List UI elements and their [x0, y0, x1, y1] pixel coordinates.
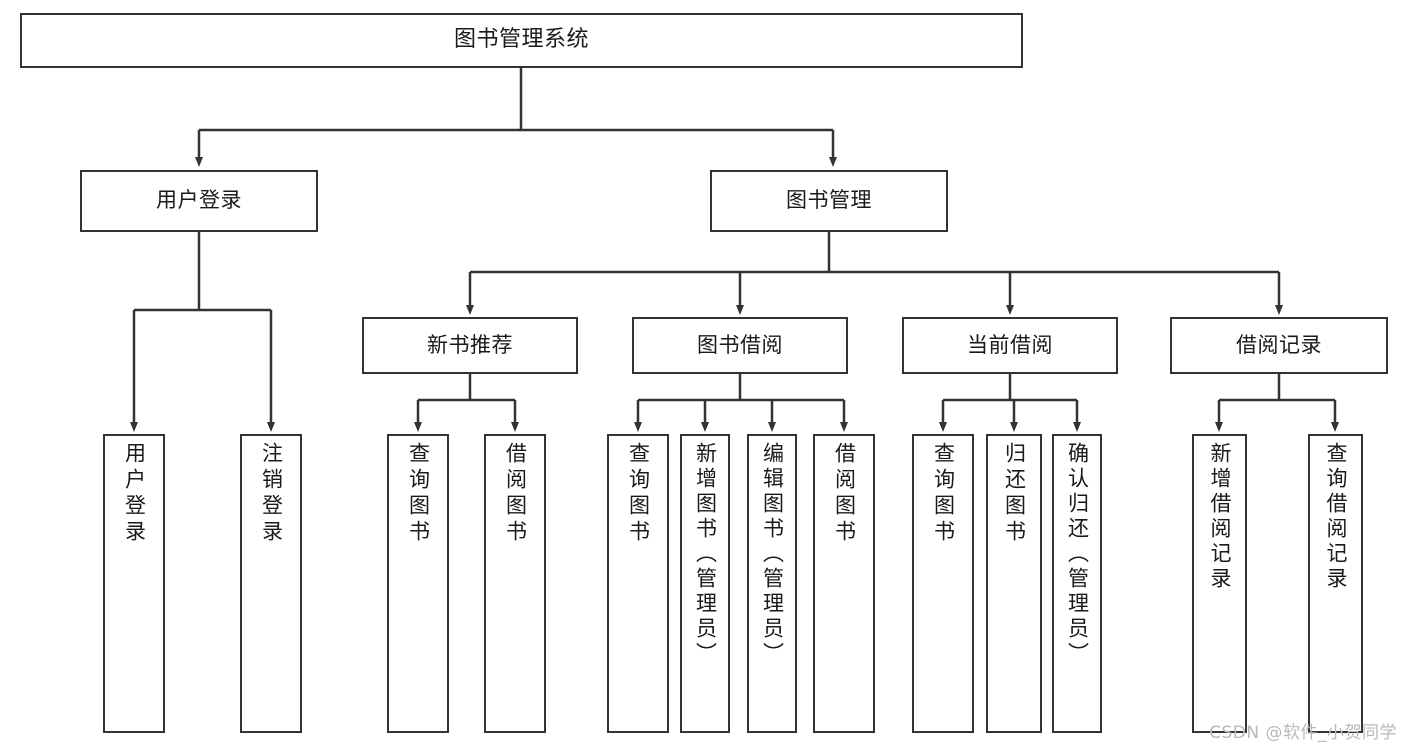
node-l3-query1[interactable]: 查询图书 [387, 434, 449, 733]
node-label-l3-logout: 注销登录 [259, 442, 284, 546]
node-l2-new[interactable]: 新书推荐 [362, 317, 578, 374]
node-l1-login[interactable]: 用户登录 [80, 170, 318, 232]
node-label-l3-userlogin: 用户登录 [122, 442, 147, 546]
node-label-l3-editbook: 编辑图书（管理员） [760, 442, 785, 667]
node-label-l3-query1: 查询图书 [406, 442, 431, 546]
node-label-l3-query2: 查询图书 [626, 442, 651, 546]
node-label-l2-current: 当前借阅 [967, 332, 1053, 357]
node-l1-book[interactable]: 图书管理 [710, 170, 948, 232]
node-l3-addbook[interactable]: 新增图书（管理员） [680, 434, 730, 733]
node-l3-addrec[interactable]: 新增借阅记录 [1192, 434, 1247, 733]
node-label-l2-borrow: 图书借阅 [697, 332, 783, 357]
node-label-l2-record: 借阅记录 [1236, 332, 1322, 357]
node-label-l3-addbook: 新增图书（管理员） [693, 442, 718, 667]
node-label-l3-queryrec: 查询借阅记录 [1324, 442, 1348, 592]
node-label-l3-query3: 查询图书 [931, 442, 956, 546]
node-label-l1-book: 图书管理 [786, 188, 872, 213]
node-label-l1-login: 用户登录 [156, 188, 242, 213]
node-label-root: 图书管理系统 [453, 27, 589, 53]
node-l3-logout[interactable]: 注销登录 [240, 434, 302, 733]
node-l3-confirm[interactable]: 确认归还（管理员） [1052, 434, 1102, 733]
node-label-l3-confirm: 确认归还（管理员） [1065, 442, 1090, 667]
node-l3-userlogin[interactable]: 用户登录 [103, 434, 165, 733]
node-label-l3-borrow2: 借阅图书 [832, 442, 857, 546]
node-label-l3-addrec: 新增借阅记录 [1208, 442, 1232, 592]
node-l2-current[interactable]: 当前借阅 [902, 317, 1118, 374]
node-l3-editbook[interactable]: 编辑图书（管理员） [747, 434, 797, 733]
node-l3-query3[interactable]: 查询图书 [912, 434, 974, 733]
node-root[interactable]: 图书管理系统 [20, 13, 1023, 68]
node-label-l3-borrow1: 借阅图书 [503, 442, 528, 546]
node-l3-query2[interactable]: 查询图书 [607, 434, 669, 733]
node-l3-return[interactable]: 归还图书 [986, 434, 1042, 733]
node-l3-borrow1[interactable]: 借阅图书 [484, 434, 546, 733]
node-l3-borrow2[interactable]: 借阅图书 [813, 434, 875, 733]
node-label-l2-new: 新书推荐 [427, 332, 513, 357]
node-l2-borrow[interactable]: 图书借阅 [632, 317, 848, 374]
watermark: CSDN @软件_小贺同学 [1209, 723, 1397, 743]
node-l2-record[interactable]: 借阅记录 [1170, 317, 1388, 374]
node-l3-queryrec[interactable]: 查询借阅记录 [1308, 434, 1363, 733]
node-label-l3-return: 归还图书 [1002, 442, 1027, 546]
